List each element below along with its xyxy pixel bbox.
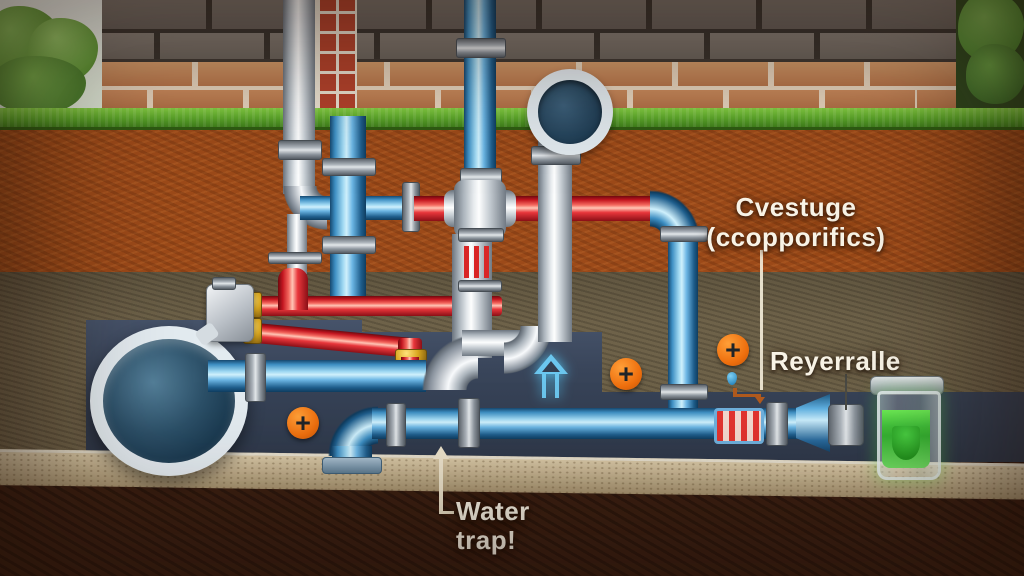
leader-hook [733,388,737,396]
grey-branch-pipe [287,214,307,274]
pipe-clamp [660,226,708,242]
pipe-clamp [322,236,376,254]
pipe-clamp [322,158,376,176]
blue-service-pipe [208,360,426,392]
arrow-shaft [555,374,559,398]
pipe-coupling [458,228,504,242]
pipe-clamp [458,398,480,448]
pipe-mouth-opening [527,69,613,155]
label-overflow-line2: (ccopporifics) [706,222,886,252]
leader-line [760,250,763,390]
leader-arrowhead [433,446,449,459]
leader-arrowhead [755,397,765,404]
blue-supply-riser [464,0,496,178]
flow-arrow-icon [534,354,568,400]
vent-slots [464,246,490,278]
grey-downpipe [283,0,315,194]
jar-funnel [892,426,920,460]
jar-liquid-band [882,410,930,427]
blue-riser-pipe [330,116,366,314]
pipe-clamp [386,403,406,447]
pipe-coupling [278,140,322,160]
label-valve: Reyerralle [770,346,901,376]
drain-flange [322,457,382,474]
pipe-clamp [245,353,266,402]
label-water-trap-line2: trap! [456,525,517,555]
topsoil-layer [0,130,1024,280]
pipe-end-cap [828,404,864,446]
brick-pillar [315,0,357,114]
hotspot-plus-badge[interactable]: + [717,334,749,366]
grey-brick-row [102,33,962,62]
culvert-opening [90,326,248,476]
arrow-shaft [542,374,546,398]
inline-valve [714,408,764,444]
red-hot-pipe [246,296,502,316]
pipe-coupling [458,280,502,292]
droplet-icon [727,372,737,385]
leader-line [441,511,454,514]
red-riser-elbow [278,268,308,310]
leader-line [439,457,443,514]
sample-jar [870,376,944,480]
plus-icon: + [725,334,741,365]
leader-hook [733,394,761,397]
pipe-flange [268,252,322,264]
meter-box-cap [212,277,236,290]
arrow-head-hollow [542,361,560,372]
plus-icon: + [295,407,311,438]
drain-stub [332,446,372,460]
hotspot-plus-badge[interactable]: + [610,358,642,390]
pipe-clamp [766,402,788,446]
orange-brick-row [102,62,962,90]
tree-left [0,0,104,118]
label-water-trap-line1: Water [456,496,530,526]
foliage [0,56,86,114]
leader-line [845,374,847,410]
pipe-clamp [456,38,506,58]
label-overflow-line1: Cvestuge [735,192,857,222]
tree-right [956,0,1024,118]
plus-icon: + [618,358,634,389]
label-overflow: Cvestuge (ccopporifics) [690,192,902,252]
label-water-trap: Water trap! [456,497,530,555]
foliage [966,44,1024,104]
hotspot-plus-badge[interactable]: + [287,407,319,439]
grey-brick-row [102,0,962,33]
pipe-clamp [660,384,708,400]
grass-strip [0,108,1024,130]
